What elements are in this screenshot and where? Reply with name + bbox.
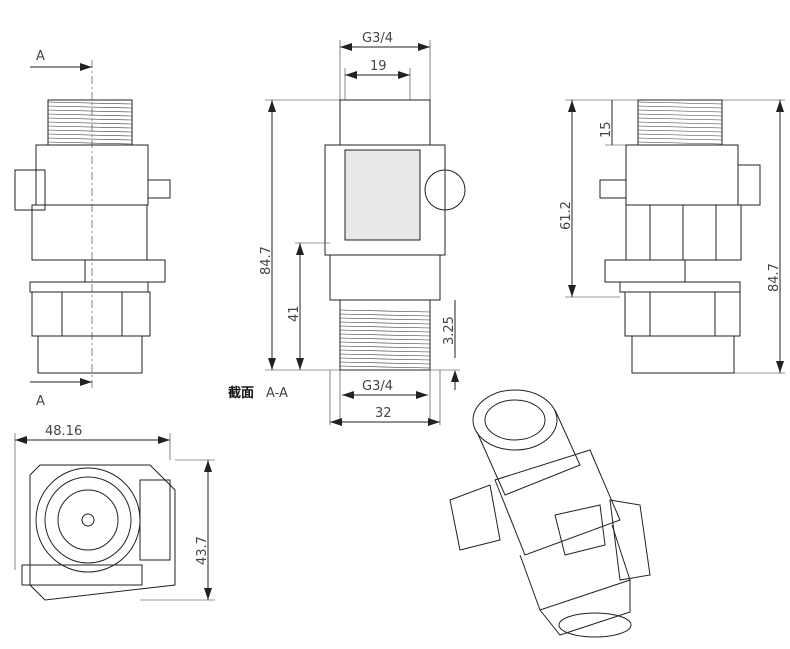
section-mark-top: A [36,49,45,64]
thread-line [339,361,431,365]
thread-line [339,329,431,333]
bottom-view: 48.16 43.7 [14,424,215,601]
thread-line [339,337,431,341]
thread-line [637,117,723,121]
dim-bottom-thread: G3/4 [362,379,393,394]
thread-line [339,321,431,325]
thread-line [637,137,723,141]
thread-line [339,313,431,317]
thread-line [47,113,133,117]
dim-thread-length: 15 [599,121,614,138]
section-view: G3/4 19 84.7 41 3.25 G3/4 32 截面 A-A [228,31,466,426]
dim-side-overall-height: 84.7 [767,263,782,292]
thread-line [47,109,133,113]
isometric-view [449,389,651,638]
thread-line [47,117,133,121]
thread-line [47,129,133,133]
dim-bottom-height: 43.7 [195,536,210,565]
thread-line [339,357,431,361]
thread-line [339,333,431,337]
thread-line [637,121,723,125]
thread-line [637,113,723,117]
side-view: 61.2 15 84.7 [559,99,785,374]
thread-line [339,353,431,357]
front-view: A A [14,49,171,409]
dim-top-thread: G3/4 [362,31,393,46]
thread-line [637,109,723,113]
thread-line [47,137,133,141]
thread-line [47,125,133,129]
thread-line [339,325,431,329]
section-caption-cn: 截面 [228,385,254,401]
thread-line [339,365,431,369]
thread-line [339,309,431,313]
thread-line [47,101,133,105]
thread-line [47,133,133,137]
dim-height-to-body: 61.2 [559,201,574,230]
thread-line [637,129,723,133]
thread-line [47,121,133,125]
section-mark-bottom: A [36,394,45,409]
thread-line [339,341,431,345]
thread-line [637,105,723,109]
thread-line [47,141,133,145]
dim-lower-height: 41 [287,305,302,322]
thread-line [637,125,723,129]
thread-line [339,345,431,349]
dim-offset: 3.25 [442,316,457,345]
dim-outer-width: 32 [375,406,392,421]
thread-line [47,105,133,109]
dim-overall-height: 84.7 [259,246,274,275]
thread-line [637,133,723,137]
dim-inner-width: 19 [370,59,387,74]
thread-line [637,141,723,145]
thread-line [339,317,431,321]
thread-line [637,101,723,105]
section-caption: A-A [266,386,288,401]
thread-line [339,349,431,353]
dim-bottom-width: 48.16 [45,424,82,439]
